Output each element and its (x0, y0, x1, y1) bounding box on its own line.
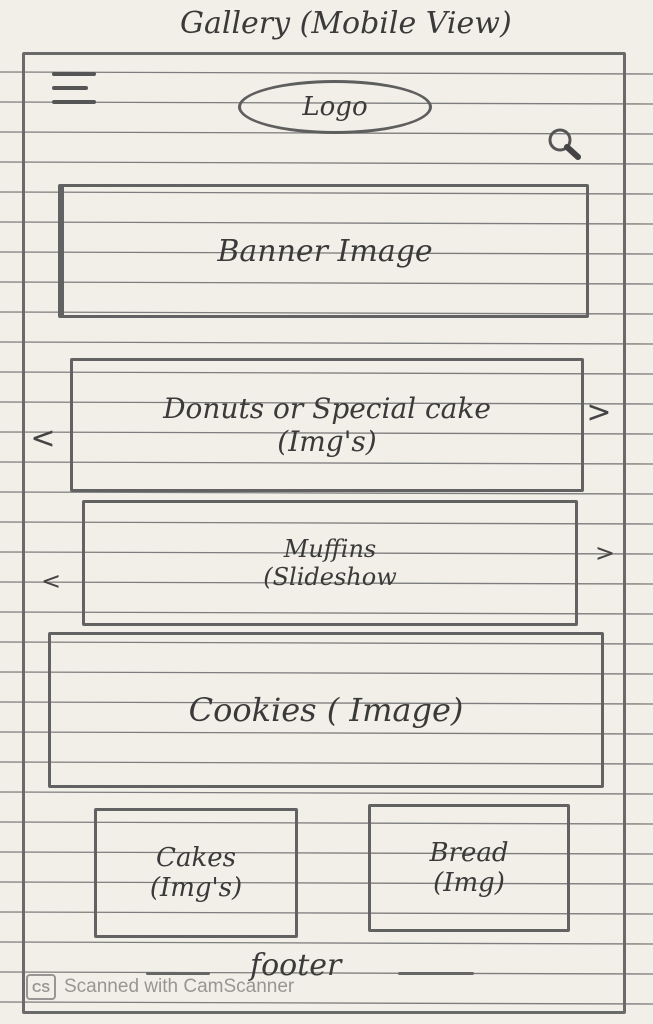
ruled-line (0, 611, 653, 615)
ruled-line (0, 251, 653, 255)
search-icon[interactable] (545, 126, 585, 162)
ruled-line (0, 701, 653, 705)
cakes-image: Cakes (Img's) (94, 808, 298, 938)
ruled-line (0, 971, 653, 975)
ruled-line (0, 191, 653, 195)
hamburger-menu-icon[interactable] (52, 72, 102, 122)
bread-sublabel: (Img) (433, 868, 505, 898)
ruled-line (0, 491, 653, 495)
muffins-slideshow: Muffins (Slideshow (82, 500, 578, 626)
camscanner-logo-icon: CS (26, 974, 56, 1000)
ruled-line (0, 71, 653, 75)
ruled-line (0, 311, 653, 315)
ruled-line (0, 911, 653, 915)
ruled-line (0, 641, 653, 645)
donuts-carousel: Donuts or Special cake (Img's) (70, 358, 584, 492)
bread-image: Bread (Img) (368, 804, 570, 932)
ruled-line (0, 581, 653, 585)
ruled-line (0, 401, 653, 405)
ruled-line (0, 791, 653, 795)
donuts-next-arrow[interactable]: > (586, 395, 612, 430)
ruled-line (0, 1001, 653, 1005)
ruled-line (0, 221, 653, 225)
ruled-line (0, 851, 653, 855)
muffins-sublabel: (Slideshow (263, 563, 397, 591)
cookies-label: Cookies ( Image) (188, 691, 464, 729)
ruled-line (0, 371, 653, 375)
banner-image: Banner Image (58, 184, 589, 318)
bread-label: Bread (429, 838, 509, 868)
muffins-label: Muffins (283, 535, 377, 563)
ruled-line (0, 881, 653, 885)
ruled-line (0, 941, 653, 945)
ruled-line (0, 521, 653, 525)
ruled-line (0, 671, 653, 675)
ruled-line (0, 821, 653, 825)
ruled-line (0, 281, 653, 285)
footer-divider-right (398, 972, 474, 975)
logo[interactable]: Logo (238, 80, 432, 134)
muffins-next-arrow[interactable]: > (594, 539, 616, 567)
ruled-line (0, 431, 653, 435)
camscanner-watermark: CS Scanned with CamScanner (26, 974, 294, 1000)
banner-label: Banner Image (217, 233, 433, 269)
ruled-line (0, 461, 653, 465)
ruled-line (0, 341, 653, 345)
mobile-frame (22, 52, 626, 1014)
donuts-prev-arrow[interactable]: < (30, 421, 56, 456)
ruled-line (0, 161, 653, 165)
footer-divider-left (146, 972, 210, 975)
ruled-line (0, 551, 653, 555)
donuts-label: Donuts or Special cake (163, 392, 491, 425)
cakes-label: Cakes (156, 843, 236, 873)
muffins-prev-arrow[interactable]: < (40, 567, 62, 595)
logo-label: Logo (302, 92, 368, 122)
ruled-line (0, 731, 653, 735)
page-title: Gallery (Mobile View) (180, 6, 512, 41)
cakes-sublabel: (Img's) (149, 873, 243, 903)
watermark-text: Scanned with CamScanner (64, 976, 295, 997)
cookies-image: Cookies ( Image) (48, 632, 604, 788)
ruled-line (0, 761, 653, 765)
donuts-sublabel: (Img's) (277, 425, 377, 458)
footer-label: footer (250, 948, 342, 983)
